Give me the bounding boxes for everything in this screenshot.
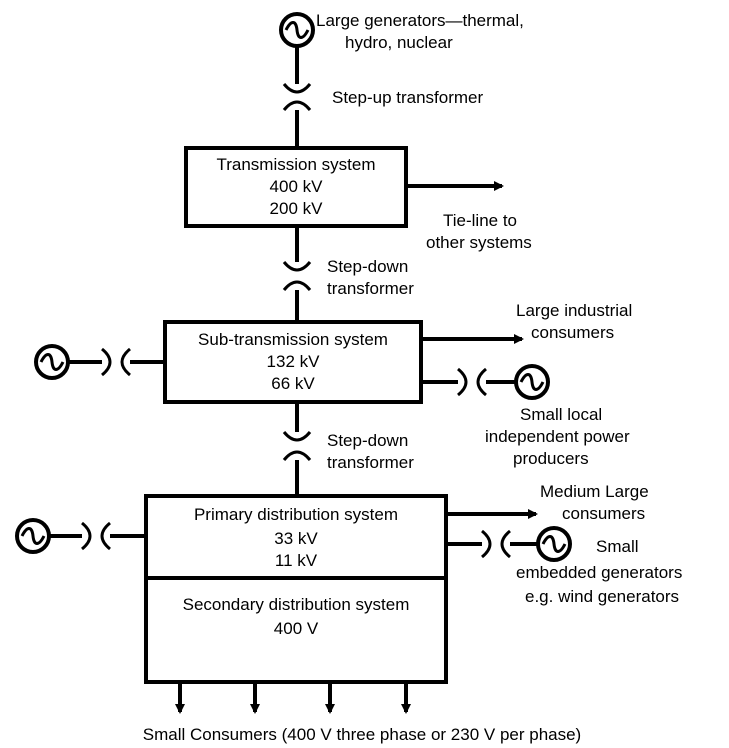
primary-voltage-1: 33 kV [274, 529, 318, 548]
primary-left-transformer-icon [81, 521, 111, 551]
top-generator-label-line2: hydro, nuclear [345, 33, 453, 52]
small-local-label-line2: independent power [485, 427, 630, 446]
tie-line-label-line1: Tie-line to [443, 211, 517, 230]
subtransmission-system-title: Sub-transmission system [198, 330, 388, 349]
secondary-voltage: 400 V [274, 619, 319, 638]
transmission-voltage-1: 400 kV [270, 177, 324, 196]
large-industrial-label-line2: consumers [531, 323, 614, 342]
tie-line-label-line2: other systems [426, 233, 532, 252]
transmission-system-title: Transmission system [216, 155, 375, 174]
primary-right-transformer-icon [481, 529, 511, 559]
subtransmission-voltage-1: 132 kV [267, 352, 321, 371]
transmission-voltage-2: 200 kV [270, 199, 324, 218]
subtransmission-system-box [163, 320, 423, 404]
small-consumers-label: Small Consumers (400 V three phase or 23… [143, 725, 581, 744]
step-up-transformer-icon [282, 83, 312, 111]
subtransmission-voltage-2: 66 kV [271, 374, 315, 393]
small-local-label-line1: Small local [520, 405, 602, 424]
small-local-label-line3: producers [513, 449, 589, 468]
step-down-transformer-1-icon [282, 261, 312, 291]
embedded-generator-icon [536, 526, 572, 562]
primary-left-generator-icon [15, 518, 51, 554]
top-generator-label-line1: Large generators—thermal, [316, 11, 524, 30]
subtransmission-left-generator-icon [34, 344, 70, 380]
embedded-label-line1: Small [596, 537, 639, 556]
embedded-label-line2: embedded generators [516, 563, 682, 582]
primary-voltage-2: 11 kV [275, 551, 318, 570]
secondary-distribution-title: Secondary distribution system [183, 595, 410, 614]
medium-large-label-line2: consumers [562, 504, 645, 523]
step-down-2-label-line1: Step-down [327, 431, 408, 450]
step-down-2-label-line2: transformer [327, 453, 414, 472]
large-industrial-label-line1: Large industrial [516, 301, 632, 320]
step-down-transformer-2-icon [282, 431, 312, 461]
medium-large-label-line1: Medium Large [540, 482, 649, 501]
step-down-1-label-line1: Step-down [327, 257, 408, 276]
step-down-1-label-line2: transformer [327, 279, 414, 298]
distribution-system-box [144, 494, 448, 684]
top-generator-icon [279, 12, 315, 48]
subtransmission-right-transformer-icon [457, 367, 487, 397]
small-local-generator-icon [514, 364, 550, 400]
step-up-transformer-label: Step-up transformer [332, 88, 484, 107]
embedded-label-line3: e.g. wind generators [525, 587, 679, 606]
subtransmission-left-transformer-icon [101, 347, 131, 377]
primary-distribution-title: Primary distribution system [194, 505, 398, 524]
